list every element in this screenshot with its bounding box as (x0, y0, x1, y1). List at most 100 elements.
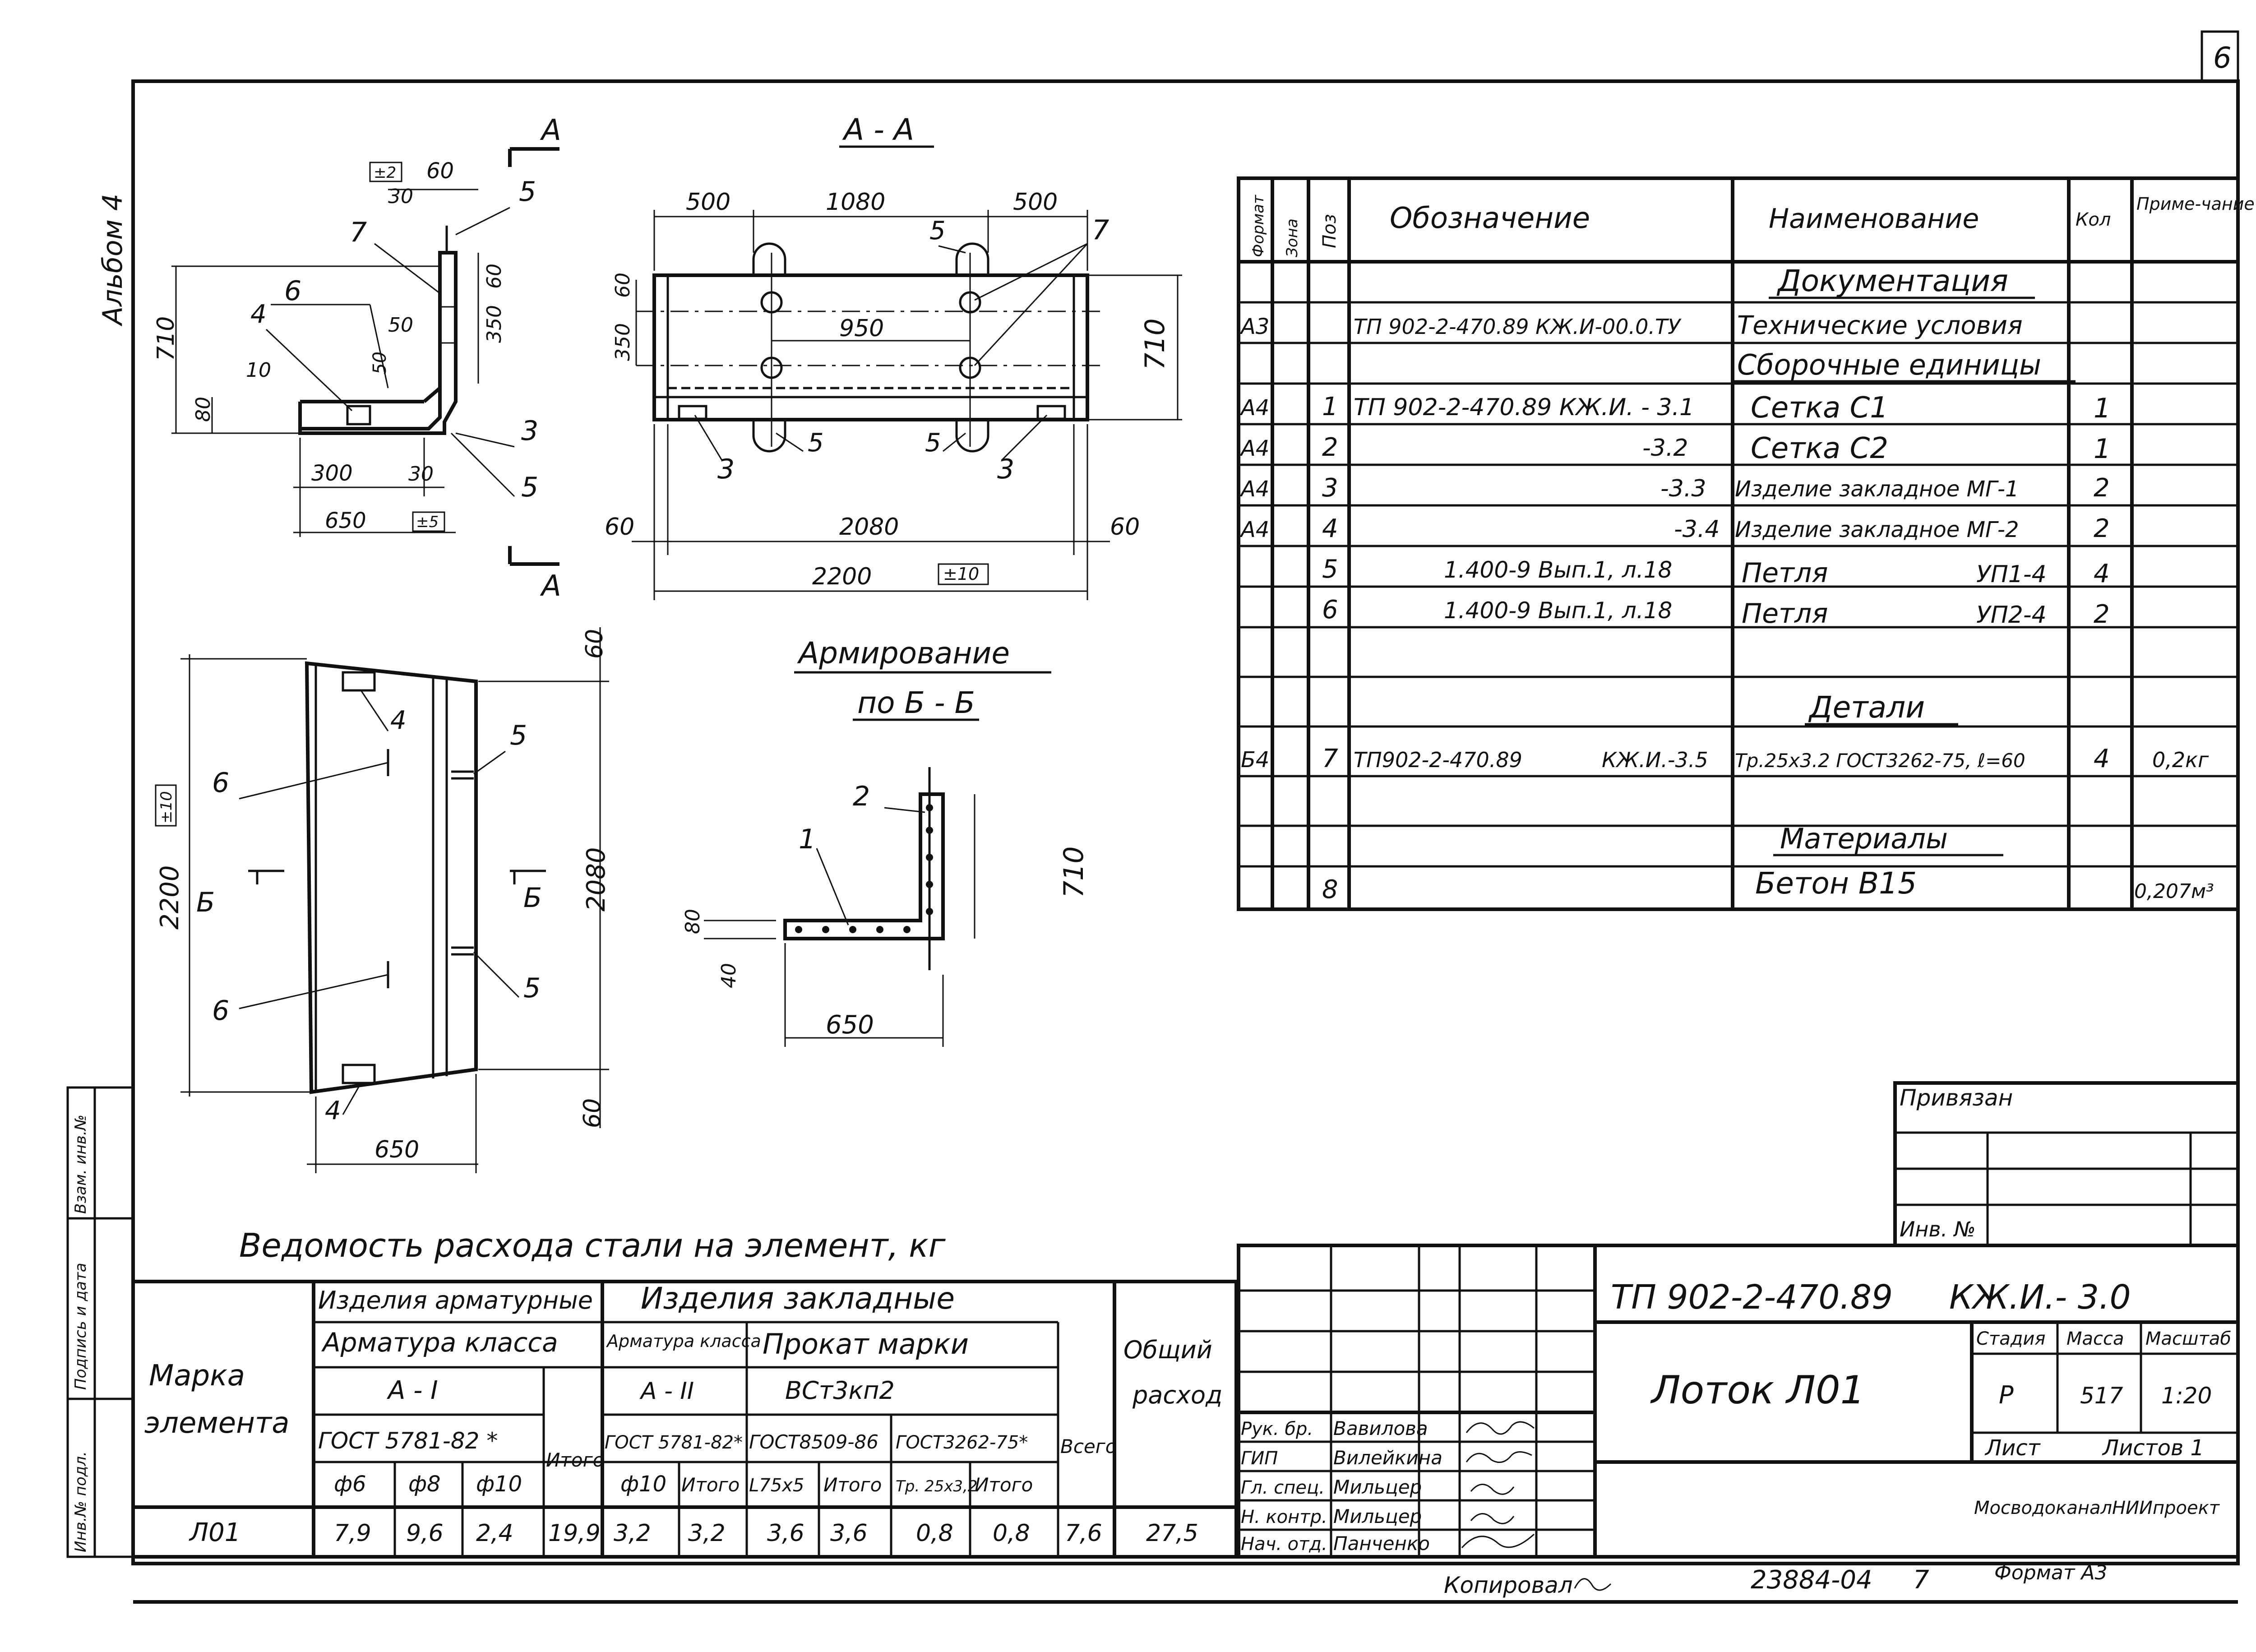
spec-h-designation: Обозначение (1390, 202, 1590, 235)
plan-tol: ±10 (157, 791, 176, 824)
stamp-code2: КЖ.И.- 3.0 (1949, 1278, 2131, 1317)
spec-m1-name: Бетон В15 (1755, 866, 1917, 901)
arm-dim-650: 650 (826, 1010, 874, 1040)
steel-h-d6: ф6 (334, 1472, 366, 1497)
stamp-title: Лоток Л01 (1650, 1368, 1865, 1413)
spec-u6-pos: 6 (1322, 595, 1338, 625)
dim-350: 350 (483, 305, 506, 343)
side-section-view: 710 80 10 50 50 350 60 60 ±2 30 300 30 6… (153, 114, 561, 603)
steel-h-total1: Итого (546, 1449, 604, 1471)
plan-label-6-top: 6 (212, 767, 229, 799)
title-block: Привязан Инв. № ТП 902-2-470.89 КЖ.И.- 3… (1237, 1081, 2240, 1598)
section-dim-500-a: 500 (686, 189, 730, 216)
signature-5 (1461, 1533, 1535, 1548)
section-dim-2200: 2200 (812, 563, 872, 590)
steel-table: Ведомость расхода стали на элемент, кг М… (131, 1226, 1238, 1559)
steel-h-d10: ф10 (476, 1472, 522, 1497)
plan-label-5-top: 5 (510, 720, 527, 751)
section-title: А - А (842, 112, 914, 147)
signature-3 (1470, 1484, 1515, 1495)
steel-h-embed: Изделия закладные (641, 1281, 955, 1316)
stamp-doc-number-b: 7 (1913, 1565, 1929, 1595)
section-dim-60-r: 60 (1110, 514, 1140, 541)
dim-60-top: 60 (426, 158, 454, 184)
spec-u3-des: -3.3 (1660, 475, 1706, 502)
arm-dim-40: 40 (717, 963, 740, 988)
sheet-number-box (2201, 30, 2239, 83)
stamp-doc-number: 23884-04 (1751, 1565, 1872, 1595)
dim-30-top: 30 (388, 185, 413, 208)
spec-section-materials: Материалы (1780, 822, 1948, 855)
spec-d1-des2: КЖ.И.-3.5 (1602, 748, 1708, 772)
plan-section-b-right: Б (523, 882, 542, 914)
steel-h-sum: Всего (1060, 1435, 1117, 1458)
stamp-role-5: Нач. отд. (1241, 1534, 1327, 1555)
plan-view: 2200 ±10 60 2080 60 650 4 5 6 Б Б 6 5 4 (155, 627, 611, 1173)
steel-h-gost4: ГОСТ3262-75* (896, 1432, 1028, 1453)
spec-h-format: Формат (1249, 194, 1267, 257)
stamp-h-mass: Масса (2066, 1328, 2124, 1349)
section-label-3-b: 3 (997, 453, 1014, 485)
signature-1 (1465, 1421, 1535, 1435)
spec-d1-qty: 4 (2094, 744, 2110, 773)
spec-u6-qty: 2 (2094, 600, 2110, 629)
stamp-name-3: Мильцер (1333, 1476, 1422, 1498)
spec-u6-des: 1.400-9 Вып.1, л.18 (1444, 597, 1672, 624)
signature-2 (1465, 1451, 1532, 1463)
arm-label-2: 2 (853, 781, 870, 812)
steel-h-steel: ВСт3кп2 (785, 1376, 895, 1405)
steel-title: Ведомость расхода стали на элемент, кг (239, 1226, 946, 1264)
side-stamp-3: Взам. инв.№ (72, 1115, 90, 1214)
spec-u3-name: Изделие закладное МГ-1 (1735, 477, 2019, 502)
section-dim-60-l: 60 (605, 514, 634, 541)
dim-710-left: 710 (153, 316, 180, 361)
steel-h-rebar: Изделия арматурные (318, 1286, 593, 1314)
spec-u5-des: 1.400-9 Вып.1, л.18 (1444, 557, 1672, 583)
plan-dim-60-top: 60 (581, 629, 608, 659)
tol-5: ±5 (416, 513, 439, 531)
plan-dim-650: 650 (374, 1136, 419, 1163)
spec-u1-name: Сетка С1 (1751, 391, 1888, 425)
spec-u5-mark: УП1-4 (1976, 561, 2047, 588)
steel-h-gost3: ГОСТ8509-86 (749, 1431, 878, 1453)
plan-dim-2200: 2200 (155, 865, 185, 930)
arm-label-1: 1 (799, 824, 816, 855)
steel-row-total: 27,5 (1146, 1520, 1198, 1547)
plan-section-b-left: Б (196, 887, 215, 918)
signature-copied (1574, 1578, 1612, 1591)
steel-h-common-2: расход (1132, 1381, 1222, 1409)
stamp-copied: Копировал (1444, 1572, 1573, 1598)
side-label-3: 3 (521, 415, 538, 447)
stamp-inv: Инв. № (1900, 1217, 1976, 1241)
spec-u4-fmt: А4 (1239, 517, 1269, 542)
stamp-h-stage: Стадия (1976, 1328, 2045, 1349)
side-label-5-bot: 5 (521, 472, 538, 503)
steel-h-a2: А - II (639, 1378, 694, 1405)
steel-row-mark: Л01 (189, 1518, 240, 1547)
spec-u2-des: -3.2 (1642, 435, 1688, 462)
section-dim-2080: 2080 (839, 514, 899, 541)
section-dim-500-b: 500 (1013, 189, 1058, 216)
spec-u1-pos: 1 (1322, 392, 1338, 421)
spec-h-name: Наименование (1769, 203, 1979, 235)
spec-u5-qty: 4 (2094, 559, 2110, 588)
spec-u6-name: Петля (1742, 598, 1828, 629)
steel-h-pipe: Тр. 25х3,2 (896, 1477, 977, 1495)
spec-u6-mark: УП2-4 (1976, 602, 2047, 629)
plan-dim-60-bot: 60 (579, 1098, 606, 1128)
spec-section-docs: Документация (1776, 264, 2008, 298)
stamp-tied: Привязан (1900, 1085, 2013, 1111)
steel-h-mark-2: элемента (144, 1407, 289, 1440)
section-label-5-b: 5 (925, 428, 941, 458)
steel-h-gost2: ГОСТ 5781-82* (605, 1432, 743, 1453)
steel-h-gost1: ГОСТ 5781-82 * (318, 1428, 498, 1454)
stamp-name-5: Панченко (1333, 1532, 1430, 1555)
section-label-5-top: 5 (929, 216, 946, 245)
stamp-role-4: Н. контр. (1241, 1507, 1327, 1527)
steel-row-t2: 3,2 (688, 1520, 726, 1547)
side-stamp-1: Инв.№ подл. (72, 1451, 90, 1552)
stamp-stage: Р (1999, 1381, 2014, 1409)
spec-u5-pos: 5 (1322, 555, 1338, 584)
spec-u5-name: Петля (1742, 557, 1828, 589)
